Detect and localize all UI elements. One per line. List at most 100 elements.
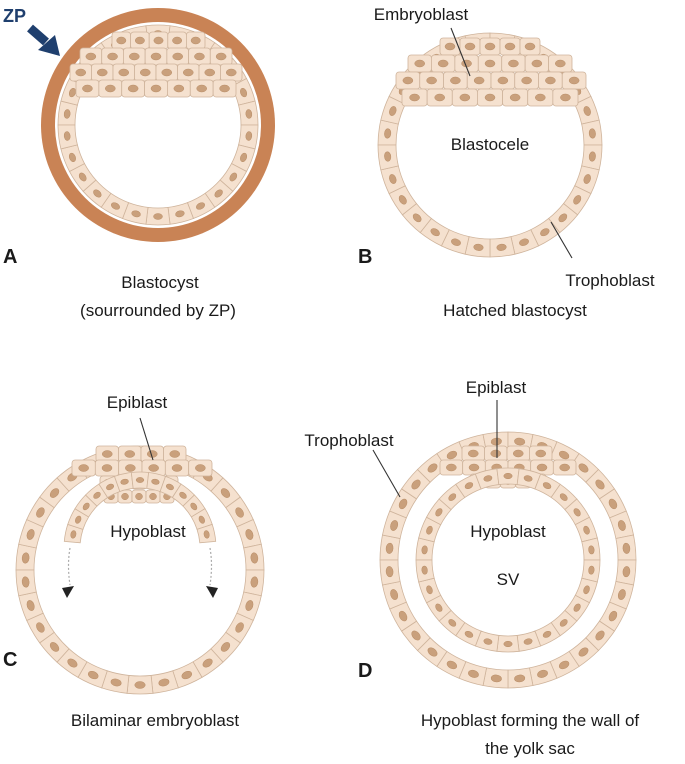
cell-nucleus	[196, 84, 207, 93]
cell-nucleus	[484, 42, 496, 51]
cell-nucleus	[398, 610, 408, 622]
panel-c: Epiblast Hypoblast C Bilaminar embryobla…	[3, 393, 265, 730]
cell-nucleus	[503, 640, 513, 648]
embryoblast-leader-line	[450, 27, 471, 77]
cell-nucleus	[63, 131, 71, 141]
cell-nucleus	[513, 449, 524, 458]
cell-nucleus	[588, 565, 595, 575]
cell-nucleus	[26, 600, 35, 611]
cell-nucleus	[459, 93, 471, 102]
cell-nucleus	[75, 515, 82, 524]
cell-nucleus	[437, 59, 449, 68]
cell-nucleus	[196, 202, 205, 210]
cell-nucleus	[68, 152, 76, 163]
cell-nucleus	[523, 638, 533, 645]
cell-nucleus	[36, 507, 45, 518]
caption-d-line2: the yolk sac	[485, 739, 575, 758]
cell-nucleus	[26, 529, 35, 540]
cell-nucleus	[595, 479, 605, 490]
arrowhead-right-icon	[206, 586, 218, 598]
cell-nucleus	[490, 449, 501, 458]
cell-nucleus	[450, 76, 461, 85]
cell-nucleus	[124, 450, 135, 458]
cell-nucleus	[121, 493, 129, 500]
cell-nucleus	[595, 630, 605, 641]
cell-nucleus	[125, 464, 136, 472]
cell-nucleus	[411, 479, 421, 490]
migration-dotted-left	[67, 547, 71, 586]
cell-nucleus	[496, 243, 507, 251]
cell-nucleus	[149, 493, 157, 500]
cell-nucleus	[148, 464, 159, 472]
cell-nucleus	[535, 449, 546, 458]
cell-nucleus	[464, 42, 476, 51]
cell-nucleus	[535, 93, 546, 102]
cell-nucleus	[118, 68, 129, 77]
cell-nucleus	[558, 660, 570, 670]
cell-nucleus	[21, 552, 30, 564]
cell-nucleus	[190, 36, 201, 45]
cell-nucleus	[135, 477, 145, 483]
cell-nucleus	[235, 622, 244, 633]
cell-nucleus	[214, 189, 223, 198]
caption-a-line2: (sourrounded by ZP)	[80, 301, 236, 320]
cell-nucleus	[588, 128, 596, 139]
cell-nucleus	[434, 93, 445, 102]
cell-nucleus	[558, 213, 568, 223]
cell-nucleus	[483, 638, 493, 645]
cell-nucleus	[179, 491, 187, 499]
cell-nucleus	[448, 493, 457, 501]
cell-nucleus	[85, 52, 97, 61]
cell-nucleus	[426, 525, 433, 535]
cell-nucleus	[240, 152, 248, 163]
cell-nucleus	[537, 669, 548, 678]
cell-nucleus	[468, 463, 480, 472]
cell-nucleus	[63, 109, 71, 119]
caption-a-line1: Blastocyst	[121, 273, 199, 292]
cell-nucleus	[617, 520, 626, 531]
cell-nucleus	[226, 68, 237, 77]
label-hypoblast: Hypoblast	[470, 522, 546, 541]
cell-nucleus	[240, 87, 248, 98]
cell-nucleus	[446, 450, 458, 460]
cell-nucleus	[82, 84, 93, 93]
cell-nucleus	[426, 585, 433, 595]
cell-nucleus	[97, 68, 108, 77]
cell-nucleus	[573, 603, 581, 612]
panel-a: ZP A Blastocyst (sourrounded by ZP)	[3, 6, 275, 320]
cell-nucleus	[175, 210, 185, 218]
cell-nucleus	[67, 658, 78, 668]
cell-nucleus	[484, 59, 496, 68]
cell-nucleus	[161, 68, 172, 77]
cell-nucleus	[608, 498, 618, 510]
cell-nucleus	[583, 525, 590, 535]
panel-letter-b: B	[358, 246, 372, 268]
cell-nucleus	[120, 478, 129, 485]
cell-nucleus	[166, 483, 174, 491]
cell-nucleus	[412, 213, 422, 223]
label-trophoblast: Trophoblast	[304, 431, 393, 450]
cell-nucleus	[385, 566, 394, 578]
cell-nucleus	[190, 502, 198, 511]
cell-nucleus	[421, 565, 428, 575]
cell-nucleus	[105, 84, 116, 93]
migration-dotted-right	[209, 547, 213, 586]
cell-nucleus	[588, 545, 595, 555]
cell-nucleus	[573, 195, 582, 205]
cell-nucleus	[559, 493, 568, 501]
cell-nucleus	[134, 681, 146, 689]
cell-nucleus	[235, 507, 244, 518]
cell-nucleus	[402, 76, 414, 85]
cell-nucleus	[219, 84, 230, 93]
cell-nucleus	[622, 566, 631, 578]
cell-nucleus	[173, 84, 185, 93]
cell-nucleus	[622, 542, 631, 554]
cell-nucleus	[427, 647, 438, 657]
cell-nucleus	[116, 36, 127, 45]
trophoblast-leader-line	[372, 449, 401, 498]
label-embryoblast: Embryoblast	[374, 5, 469, 24]
cell-nucleus	[110, 678, 122, 687]
yolk-sac-wall	[415, 467, 601, 653]
cell-nucleus	[250, 576, 259, 588]
